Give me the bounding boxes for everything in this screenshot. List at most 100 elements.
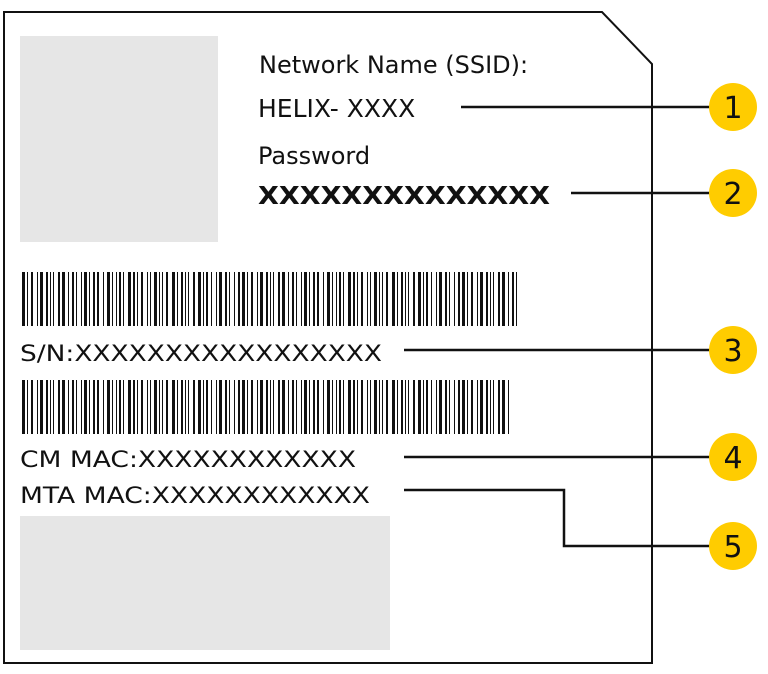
barcode-bar xyxy=(185,272,186,326)
barcode-bar xyxy=(128,380,131,434)
barcode-bar xyxy=(273,272,274,326)
barcode-bar xyxy=(498,272,500,326)
barcode-bar xyxy=(357,380,358,434)
svg-text:5: 5 xyxy=(723,530,742,565)
barcode-bar xyxy=(336,272,337,326)
barcode-bar xyxy=(367,380,368,434)
barcode-bar xyxy=(282,272,285,326)
barcode-bar xyxy=(458,380,460,434)
barcode-bar xyxy=(159,380,160,434)
callout-4: 4 xyxy=(709,433,757,481)
barcode-bar xyxy=(251,272,253,326)
barcode-bar xyxy=(76,380,77,434)
barcode-bar xyxy=(154,272,157,326)
barcode-bar xyxy=(225,380,227,434)
barcode-bar xyxy=(141,272,143,326)
barcode-bar xyxy=(68,272,69,326)
barcode-bar xyxy=(53,272,54,326)
barcode-bar xyxy=(270,380,271,434)
barcode-bar xyxy=(367,272,368,326)
barcode-bar xyxy=(445,272,447,326)
barcode-bar xyxy=(97,380,99,434)
barcode-bar xyxy=(480,380,483,434)
barcode-bar xyxy=(260,380,263,434)
barcode-bar xyxy=(97,272,99,326)
barcode-bar xyxy=(353,272,355,326)
barcode-bar xyxy=(133,272,135,326)
barcode-bar xyxy=(242,380,245,434)
barcode-bar xyxy=(27,380,28,434)
barcode-bar xyxy=(103,272,104,326)
callout-5: 5 xyxy=(709,522,757,570)
barcode-bar xyxy=(154,380,157,434)
barcode-bar xyxy=(471,272,473,326)
barcode-bar xyxy=(512,272,514,326)
barcode-bar xyxy=(193,380,195,434)
barcode-bar xyxy=(68,380,69,434)
barcode-bar xyxy=(203,272,204,326)
barcode-bar xyxy=(119,380,121,434)
barcode-bar xyxy=(229,380,230,434)
serial-number: S/N:XXXXXXXXXXXXXXXXX xyxy=(20,342,382,367)
barcode-bar xyxy=(413,272,415,326)
barcode-bar xyxy=(439,272,442,326)
barcode-bar xyxy=(162,272,163,326)
barcode-bar xyxy=(31,272,33,326)
barcode-bar xyxy=(84,380,87,434)
barcode-bar xyxy=(386,272,388,326)
barcode-bar xyxy=(103,380,104,434)
barcode-bar xyxy=(206,380,208,434)
barcode-bar xyxy=(206,272,208,326)
barcode-bar xyxy=(327,272,330,326)
barcode-bar xyxy=(172,380,175,434)
barcode-bar xyxy=(198,272,201,326)
barcode-bar xyxy=(467,272,468,326)
barcode-bar xyxy=(382,272,383,326)
barcode-bar xyxy=(343,272,344,326)
barcode-bar xyxy=(37,272,38,326)
cm-mac: CM MAC:XXXXXXXXXXXX xyxy=(20,448,356,473)
barcode-bar xyxy=(89,272,90,326)
barcode-bar xyxy=(471,380,473,434)
barcode-bar xyxy=(313,272,315,326)
barcode-bar xyxy=(336,380,337,434)
barcode-bar xyxy=(112,380,113,434)
barcode-bar xyxy=(304,380,307,434)
barcode-bar xyxy=(423,380,424,434)
barcode-mac xyxy=(22,380,509,434)
barcode-bar xyxy=(219,380,222,434)
barcode-bar xyxy=(508,272,509,326)
barcode-bar xyxy=(361,380,363,434)
barcode-bar xyxy=(431,272,432,326)
barcode-bar xyxy=(107,272,110,326)
barcode-bar xyxy=(119,272,121,326)
barcode-bar xyxy=(137,380,138,434)
barcode-bar xyxy=(296,272,297,326)
barcode-bar xyxy=(81,272,82,326)
barcode-bar xyxy=(332,380,333,434)
barcode-bar xyxy=(72,380,74,434)
barcode-bar xyxy=(426,380,428,434)
barcode-bar xyxy=(181,272,183,326)
barcode-bar xyxy=(339,272,341,326)
barcode-bar xyxy=(401,272,403,326)
svg-text:3: 3 xyxy=(723,334,742,369)
barcode-bar xyxy=(84,272,87,326)
barcode-bar xyxy=(198,380,201,434)
barcode-bar xyxy=(309,272,310,326)
barcode-bar xyxy=(50,272,51,326)
barcode-bar xyxy=(219,272,222,326)
barcode-bar xyxy=(418,272,421,326)
barcode-bar xyxy=(166,380,168,434)
barcode-bar xyxy=(332,272,333,326)
barcode-bar xyxy=(462,272,465,326)
barcode-bar xyxy=(516,272,517,326)
barcode-bar xyxy=(282,380,285,434)
barcode-bar xyxy=(379,380,380,434)
barcode-bar xyxy=(477,272,478,326)
barcode-bar xyxy=(128,272,131,326)
barcode-bar xyxy=(50,380,51,434)
barcode-bar xyxy=(46,380,48,434)
placeholder-image-bottom xyxy=(20,516,390,650)
callout-3: 3 xyxy=(709,326,757,374)
